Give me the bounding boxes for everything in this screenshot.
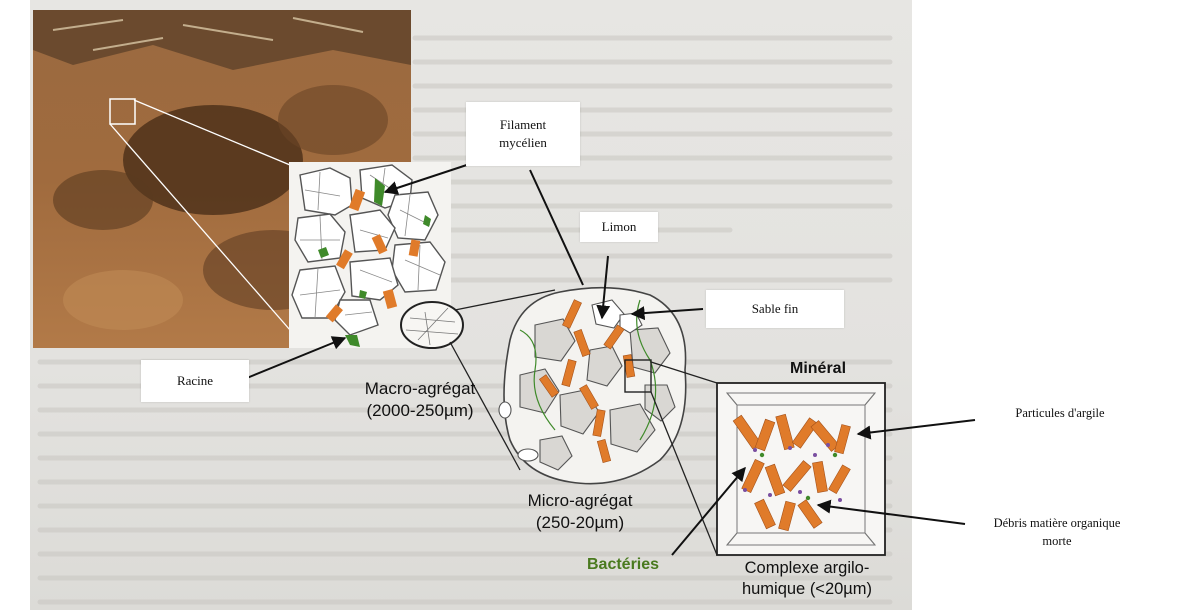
label-micro-agregat: Micro-agrégat (250-20µm) bbox=[500, 490, 660, 534]
label-particules-argile: Particules d'argile bbox=[975, 404, 1145, 422]
label-debris-organique: Débris matière organique morte bbox=[962, 514, 1152, 550]
label-sable-fin: Sable fin bbox=[706, 290, 844, 328]
label-limon: Limon bbox=[580, 212, 658, 242]
macro-aggregate-drawing bbox=[289, 162, 463, 348]
photo-zoom-lines bbox=[110, 100, 290, 330]
label-bacteries: Bactéries bbox=[587, 556, 659, 574]
label-racine: Racine bbox=[141, 360, 249, 402]
micro-aggregate-drawing bbox=[499, 288, 686, 484]
label-mineral: Minéral bbox=[790, 360, 846, 378]
clay-humus-complex-drawing bbox=[717, 383, 885, 555]
label-complexe-argilo-humique: Complexe argilo- humique (<20µm) bbox=[712, 558, 902, 601]
label-macro-agregat: Macro-agrégat (2000-250µm) bbox=[340, 378, 500, 422]
label-filament-mycelien: Filament mycélien bbox=[466, 102, 580, 166]
